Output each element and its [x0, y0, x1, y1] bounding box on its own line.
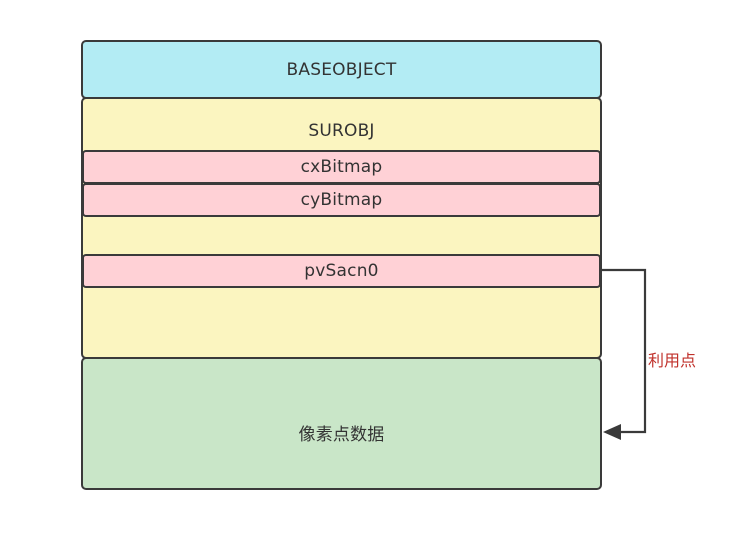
- pvscan0-field: pvSacn0: [82, 254, 601, 288]
- cybitmap-label: cyBitmap: [300, 190, 383, 210]
- pixel-data-block: 像素点数据: [81, 357, 602, 490]
- pvscan0-label: pvSacn0: [304, 261, 379, 281]
- surobj-block: SUROBJ: [81, 97, 602, 359]
- baseobject-label: BASEOBJECT: [286, 59, 397, 80]
- pointer-arrow-line: [602, 268, 647, 434]
- pointer-arrowhead-icon: [603, 424, 621, 440]
- cybitmap-field: cyBitmap: [82, 183, 601, 217]
- surobj-label: SUROBJ: [308, 121, 375, 141]
- cxbitmap-label: cxBitmap: [300, 157, 383, 177]
- baseobject-block: BASEOBJECT: [81, 40, 602, 99]
- exploit-point-label: 利用点: [648, 351, 697, 370]
- cxbitmap-field: cxBitmap: [82, 150, 601, 184]
- pixel-data-label: 像素点数据: [298, 425, 385, 445]
